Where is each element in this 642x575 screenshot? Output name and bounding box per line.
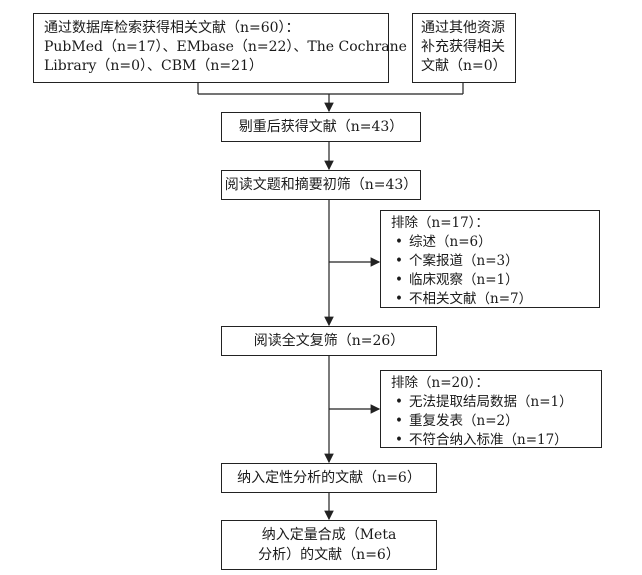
exclusion1-title: 排除（n=17）： [391,215,489,231]
meta-analysis-box: 纳入定量合成（Meta 分析）的文献（n=6） [221,520,437,570]
dedup-text: 剔重后获得文献（n=43） [238,119,404,135]
quant-line-2: 分析）的文献（n=6） [258,547,400,563]
qual-text: 纳入定性分析的文献（n=6） [237,470,421,486]
screen1-text: 阅读文题和摘要初筛（n=43） [224,177,418,193]
database-search-box: 通过数据库检索获得相关文献（n=60）： PubMed（n=17）、EMbase… [33,13,407,83]
exclusion2-item: •无法提取结局数据（n=1） [395,394,573,410]
exclusion2-title: 排除（n=20）： [391,375,489,391]
dedup-box: 剔重后获得文献（n=43） [221,112,421,142]
bullet-icon: • [395,413,403,429]
bullet-icon: • [395,234,403,250]
screen2-text: 阅读全文复筛（n=26） [253,333,405,349]
other-line-1: 通过其他资源 [421,20,505,36]
bullet-icon: • [395,272,403,288]
exclusion1-item: •临床观察（n=1） [395,272,519,288]
other-line-3: 文献（n=0） [421,58,507,74]
other-line-2: 补充获得相关 [421,39,505,55]
quant-line-1: 纳入定量合成（Meta [261,527,397,543]
exclusion2-item: •不符合纳入标准（n=17） [395,432,568,448]
exclusion1-item: •综述（n=6） [395,234,492,250]
exclusion1-item: •不相关文献（n=7） [395,291,533,307]
search-line-1: 通过数据库检索获得相关文献（n=60）： [44,20,300,36]
exclusion1-item: •个案报道（n=3） [395,253,519,269]
bullet-icon: • [395,394,403,410]
qualitative-analysis-box: 纳入定性分析的文献（n=6） [221,463,437,493]
search-line-3: Library（n=0）、CBM（n=21） [44,58,263,74]
bullet-icon: • [395,253,403,269]
other-sources-box: 通过其他资源 补充获得相关 文献（n=0） [412,13,516,83]
bullet-icon: • [395,432,403,448]
exclusion-box-2: 排除（n=20）： •无法提取结局数据（n=1） •重复发表（n=2） •不符合… [380,370,602,448]
full-text-screen-box: 阅读全文复筛（n=26） [221,326,437,356]
exclusion2-item: •重复发表（n=2） [395,413,519,429]
search-line-2: PubMed（n=17）、EMbase（n=22）、The Cochrane [44,39,407,55]
bullet-icon: • [395,291,403,307]
title-abstract-screen-box: 阅读文题和摘要初筛（n=43） [221,170,421,200]
exclusion-box-1: 排除（n=17）： •综述（n=6） •个案报道（n=3） •临床观察（n=1）… [380,210,600,308]
